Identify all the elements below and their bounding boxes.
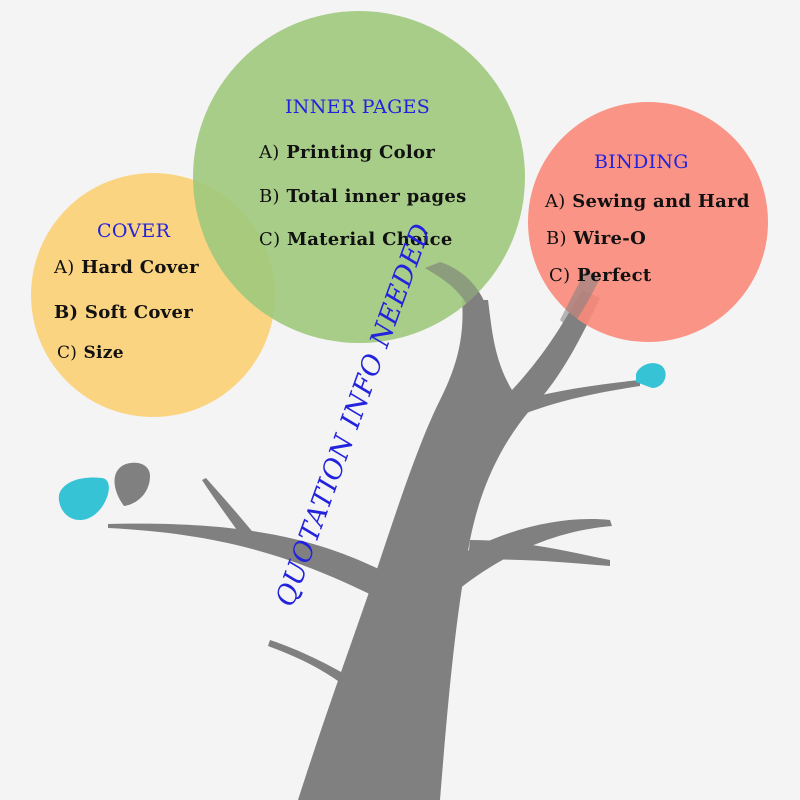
binding-item-b: B) Wire-O	[546, 228, 646, 249]
inner-pages-item-b: B) Total inner pages	[259, 186, 467, 207]
inner-pages-item-b-prefix: B)	[259, 186, 280, 207]
cover-item-b-prefix: B)	[54, 302, 78, 323]
cover-item-c-prefix: C)	[57, 343, 77, 363]
binding-item-b-prefix: B)	[546, 228, 567, 249]
gray-drop-left-icon	[115, 463, 151, 506]
binding-item-b-text: Wire-O	[573, 228, 646, 249]
cover-heading: COVER	[97, 220, 170, 242]
teal-drop-right-icon	[636, 363, 666, 388]
cover-item-a: A) Hard Cover	[54, 257, 199, 278]
binding-item-c: C) Perfect	[549, 265, 652, 286]
cover-item-a-text: Hard Cover	[81, 257, 199, 278]
inner-pages-item-a-text: Printing Color	[286, 142, 435, 163]
binding-item-c-text: Perfect	[577, 265, 652, 286]
cover-item-a-prefix: A)	[54, 257, 75, 278]
inner-pages-item-a-prefix: A)	[259, 142, 280, 163]
inner-pages-item-c-prefix: C)	[259, 229, 280, 250]
binding-item-a-text: Sewing and Hard	[572, 191, 750, 212]
cover-item-b: B) Soft Cover	[54, 302, 193, 323]
binding-item-c-prefix: C)	[549, 265, 570, 286]
binding-heading: BINDING	[594, 151, 689, 173]
teal-drop-left-icon	[59, 478, 109, 520]
cover-item-c-text: Size	[83, 343, 123, 363]
tree-trunk	[298, 290, 600, 800]
tree-branch-lower-left	[268, 640, 355, 690]
binding-item-a: A) Sewing and Hard	[545, 191, 750, 212]
inner-pages-item-a: A) Printing Color	[259, 142, 435, 163]
binding-item-a-prefix: A)	[545, 191, 566, 212]
inner-pages-item-b-text: Total inner pages	[286, 186, 466, 207]
binding-circle	[528, 102, 768, 342]
inner-pages-heading: INNER PAGES	[285, 96, 430, 118]
cover-item-c: C) Size	[57, 343, 124, 363]
cover-item-b-text: Soft Cover	[85, 302, 193, 323]
